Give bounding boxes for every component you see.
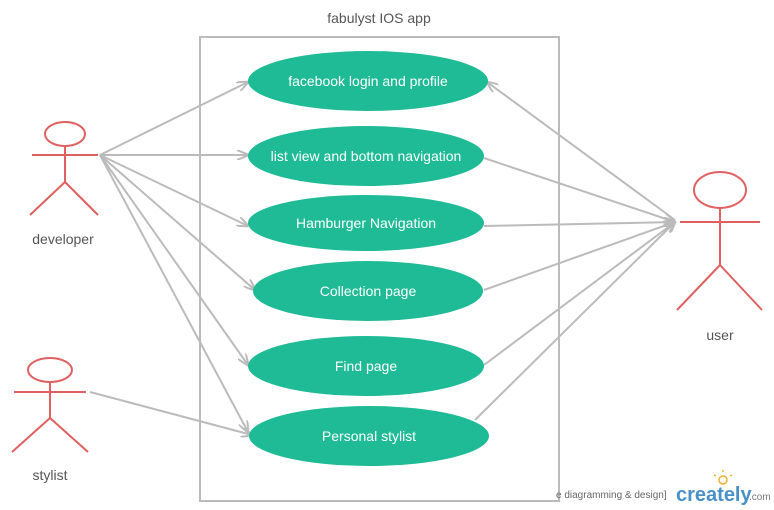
actor-developer[interactable] bbox=[29, 121, 99, 216]
use-case-label: Personal stylist bbox=[322, 428, 416, 444]
use-case-facebook-login[interactable]: facebook login and profile bbox=[248, 51, 488, 111]
arrow-developer-hamburger bbox=[99, 154, 248, 226]
arrow-developer-facebook-login bbox=[99, 82, 248, 156]
use-case-list-view[interactable]: list view and bottom navigation bbox=[248, 126, 484, 186]
use-case-hamburger-navigation[interactable]: Hamburger Navigation bbox=[248, 195, 484, 251]
use-case-label: Find page bbox=[335, 358, 397, 374]
system-boundary bbox=[199, 36, 560, 502]
actor-head bbox=[693, 171, 747, 209]
use-case-label: Collection page bbox=[320, 283, 417, 299]
actor-label-stylist: stylist bbox=[33, 467, 68, 483]
actor-label-developer: developer bbox=[32, 231, 94, 247]
arrow-developer-personal-stylist bbox=[99, 154, 248, 432]
actor-user[interactable] bbox=[676, 171, 763, 311]
use-case-collection-page[interactable]: Collection page bbox=[253, 261, 483, 321]
actor-right-leg bbox=[719, 264, 763, 311]
use-case-find-page[interactable]: Find page bbox=[248, 336, 484, 396]
arrow-collection-user bbox=[483, 222, 675, 291]
use-case-personal-stylist[interactable]: Personal stylist bbox=[249, 406, 489, 466]
arrow-hamburger-user bbox=[483, 222, 675, 226]
arrow-personal-stylist-user bbox=[474, 222, 675, 421]
lightbulb-icon bbox=[713, 470, 733, 485]
actor-head bbox=[27, 357, 73, 383]
actor-left-leg bbox=[676, 264, 721, 311]
actor-head bbox=[44, 121, 86, 147]
creately-logo: creately .com bbox=[676, 470, 771, 506]
actor-right-leg bbox=[49, 417, 89, 453]
use-case-label: Hamburger Navigation bbox=[296, 215, 436, 231]
actor-left-leg bbox=[11, 417, 51, 453]
watermark-text: e diagramming & design] bbox=[556, 490, 667, 501]
arrow-stylist-personal-stylist bbox=[89, 391, 252, 435]
actor-label-user: user bbox=[706, 327, 734, 343]
svg-text:.com: .com bbox=[749, 492, 771, 503]
actor-right-leg bbox=[64, 181, 99, 216]
use-case-label: list view and bottom navigation bbox=[271, 148, 462, 164]
arrow-user-facebook-login bbox=[487, 82, 676, 221]
arrow-developer-collection bbox=[99, 154, 255, 290]
arrow-developer-find-page bbox=[99, 154, 248, 365]
svg-text:creately: creately bbox=[676, 484, 752, 506]
system-title: fabulyst IOS app bbox=[327, 10, 431, 26]
use-case-label: facebook login and profile bbox=[288, 73, 448, 89]
actor-left-leg bbox=[29, 181, 66, 216]
user-associations bbox=[474, 82, 676, 421]
developer-associations bbox=[99, 82, 255, 432]
arrow-find-page-user bbox=[483, 222, 675, 366]
actor-stylist[interactable] bbox=[11, 357, 89, 453]
arrow-list-view-user bbox=[483, 157, 675, 222]
